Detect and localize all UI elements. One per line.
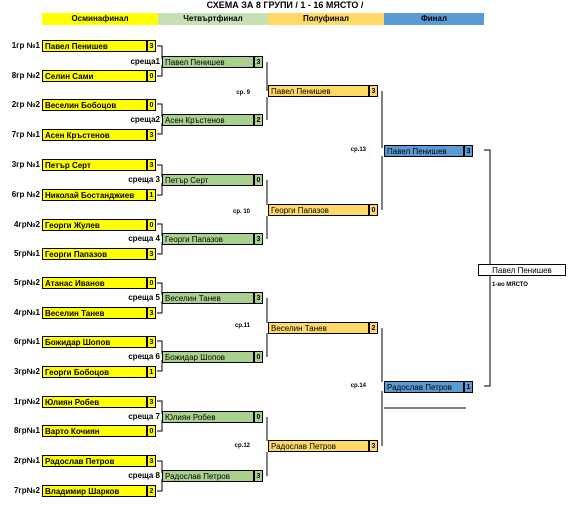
player-slot: Селин Сами	[42, 70, 147, 82]
score-cell: 0	[369, 204, 378, 216]
seed-label: 2гр №2	[11, 100, 40, 109]
meeting-label: ср.12	[234, 443, 250, 449]
seed-label: 6гр№1	[13, 337, 40, 346]
meeting-label: среща 5	[128, 293, 160, 302]
player-slot: Радослав Петров	[268, 440, 369, 452]
meeting-label: ср. 9	[236, 90, 250, 96]
seed-label: 5гр№2	[13, 278, 40, 287]
score-cell: 1	[147, 366, 156, 378]
score-cell: 0	[147, 219, 156, 231]
meeting-label: ср.13	[350, 147, 366, 153]
meeting-label: среща2	[130, 115, 160, 124]
header-final: Финал	[384, 13, 484, 25]
player-slot: Владимир Шарков	[42, 485, 147, 497]
score-cell: 0	[147, 425, 156, 437]
score-cell: 3	[464, 145, 473, 157]
player-slot: Георги Папазов	[42, 248, 147, 260]
player-slot: Веселин Танев	[42, 307, 147, 319]
player-slot: Георги Бобоцов	[42, 366, 147, 378]
winner-place-label: 1-во МЯСТО	[492, 282, 528, 288]
score-cell: 3	[254, 233, 263, 245]
score-cell: 0	[147, 277, 156, 289]
player-slot: Георги Папазов	[162, 233, 254, 245]
seed-label: 5гр№1	[13, 249, 40, 258]
player-slot: Божидар Шопов	[42, 336, 147, 348]
player-slot: Юлиян Робев	[162, 411, 254, 423]
meeting-label: ср.11	[234, 323, 250, 329]
score-cell: 3	[147, 307, 156, 319]
score-cell: 3	[147, 159, 156, 171]
player-slot: Варто Кочиян	[42, 425, 147, 437]
player-slot: Павел Пенишев	[42, 40, 147, 52]
score-cell: 0	[254, 411, 263, 423]
player-slot: Павел Пенишев	[268, 85, 369, 97]
player-slot: Асен Кръстенов	[42, 129, 147, 141]
score-cell: 0	[147, 70, 156, 82]
player-slot: Павел Пенишев	[162, 56, 254, 68]
score-cell: 2	[369, 322, 378, 334]
player-slot: Веселин Танев	[162, 292, 254, 304]
meeting-label: среща 3	[128, 175, 160, 184]
seed-label: 6гр №2	[11, 190, 40, 199]
player-slot: Георги Папазов	[268, 204, 369, 216]
player-slot: Веселин Танев	[268, 322, 369, 334]
score-cell: 3	[254, 470, 263, 482]
seed-label: 8гр№1	[13, 426, 40, 435]
seed-label: 3гр№2	[13, 367, 40, 376]
score-cell: 3	[147, 336, 156, 348]
player-slot: Радослав Петров	[384, 381, 464, 393]
player-slot: Юлиян Робев	[42, 396, 147, 408]
header-round16: Осминафинал	[42, 13, 158, 25]
seed-label: 7гр №1	[11, 130, 40, 139]
player-slot: Радослав Петров	[42, 455, 147, 467]
score-cell: 0	[254, 174, 263, 186]
score-cell: 3	[254, 56, 263, 68]
meeting-label: среща 4	[128, 234, 160, 243]
header-quarterfinal: Четвъртфинал	[158, 13, 268, 25]
score-cell: 0	[254, 351, 263, 363]
player-slot: Веселин Бобоцов	[42, 99, 147, 111]
player-slot: Петър Серт	[162, 174, 254, 186]
player-slot: Николай Бостанджиев	[42, 189, 147, 201]
score-cell: 3	[254, 292, 263, 304]
score-cell: 3	[147, 129, 156, 141]
player-slot: Атанас Иванов	[42, 277, 147, 289]
score-cell: 3	[369, 85, 378, 97]
score-cell: 3	[369, 440, 378, 452]
score-cell: 3	[147, 248, 156, 260]
header-semifinal: Полуфинал	[268, 13, 384, 25]
bracket-title: СХЕМА ЗА 8 ГРУПИ / 1 - 16 МЯСТО /	[206, 0, 364, 10]
score-cell: 3	[147, 455, 156, 467]
meeting-label: среща 6	[128, 352, 160, 361]
player-slot: Петър Серт	[42, 159, 147, 171]
player-slot: Асен Кръстенов	[162, 114, 254, 126]
score-cell: 3	[147, 396, 156, 408]
seed-label: 1гр №1	[11, 41, 40, 50]
score-cell: 2	[254, 114, 263, 126]
seed-label: 8гр №2	[11, 71, 40, 80]
score-cell: 1	[464, 381, 473, 393]
seed-label: 4гр№1	[13, 308, 40, 317]
winner-slot: Павел Пенишев	[478, 264, 566, 276]
score-cell: 3	[147, 40, 156, 52]
meeting-label: среща 8	[128, 471, 160, 480]
meeting-label: среща1	[130, 57, 160, 66]
score-cell: 1	[147, 189, 156, 201]
meeting-label: ср. 10	[232, 209, 250, 215]
player-slot: Радослав Петров	[162, 470, 254, 482]
seed-label: 1гр№2	[13, 397, 40, 406]
meeting-label: ср.14	[350, 383, 366, 389]
player-slot: Георги Жулев	[42, 219, 147, 231]
seed-label: 4гр№2	[13, 220, 40, 229]
player-slot: Павел Пенишев	[384, 145, 464, 157]
score-cell: 2	[147, 485, 156, 497]
seed-label: 2гр№1	[13, 456, 40, 465]
player-slot: Божидар Шопов	[162, 351, 254, 363]
score-cell: 0	[147, 99, 156, 111]
meeting-label: среща 7	[128, 412, 160, 421]
seed-label: 3гр №1	[11, 160, 40, 169]
seed-label: 7гр№2	[13, 486, 40, 495]
